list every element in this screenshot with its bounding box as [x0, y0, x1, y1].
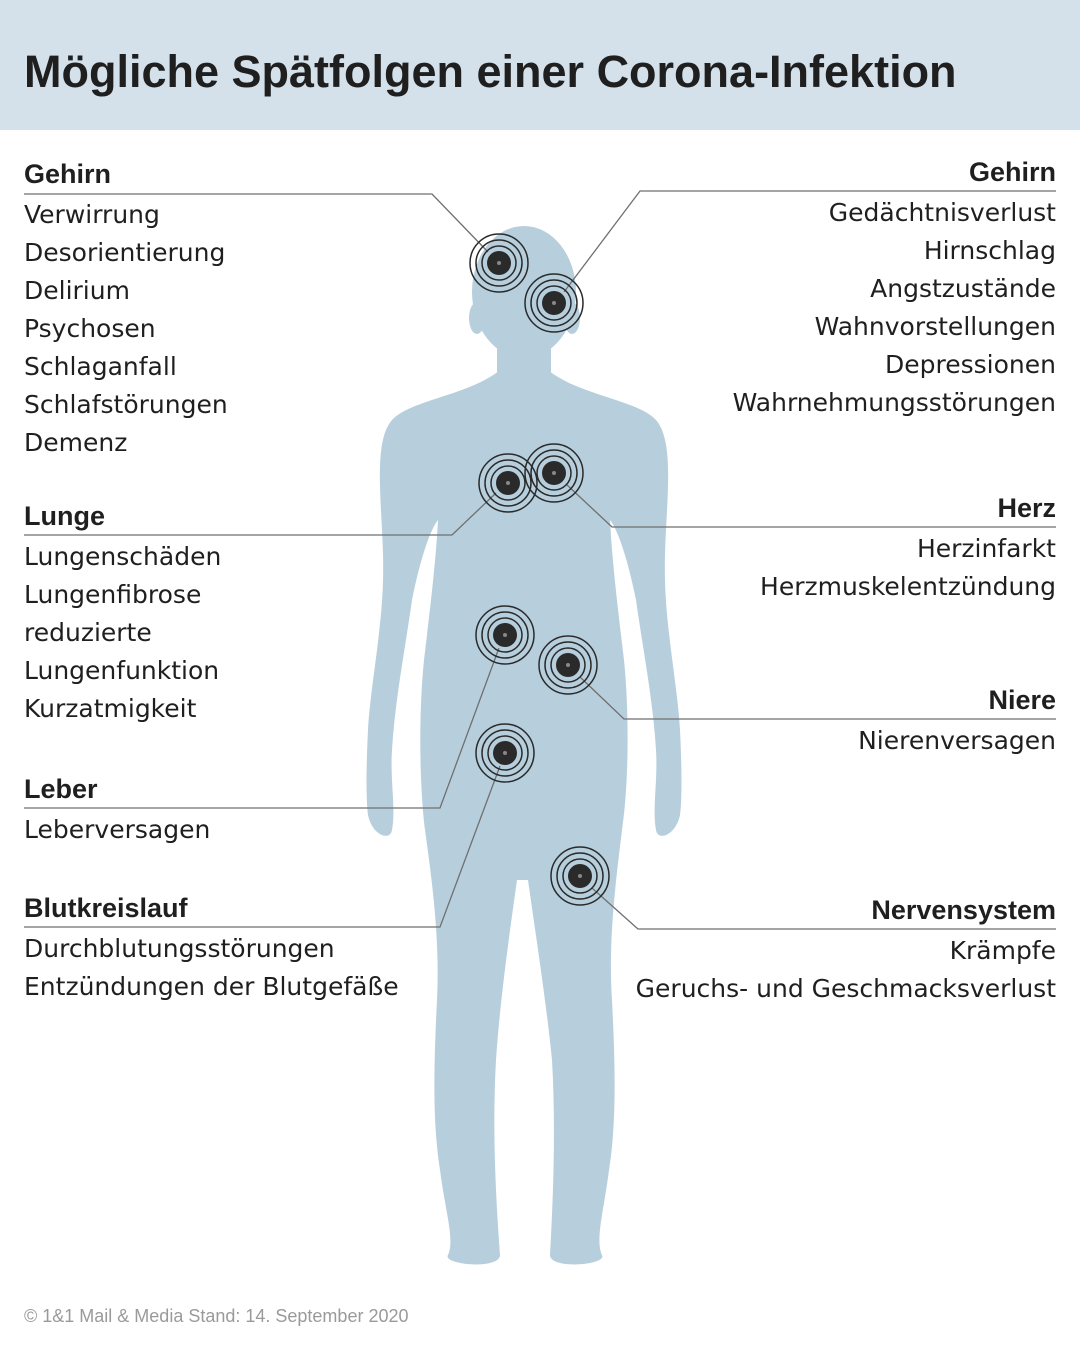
leader-lines — [24, 190, 1056, 930]
leader-line — [565, 483, 1056, 528]
source-note: © 1&1 Mail & Media Stand: 14. September … — [24, 1306, 409, 1326]
group-heading: Nervensystem — [871, 895, 1056, 925]
group-heading: Gehirn — [24, 159, 112, 189]
item: Herzinfarkt — [916, 534, 1056, 563]
leader-line — [24, 193, 489, 253]
group-heading: Blutkreislauf — [24, 893, 188, 923]
item: Lungenschäden — [24, 542, 222, 571]
group-heading: Herz — [997, 493, 1056, 523]
item: Kurzatmigkeit — [24, 694, 197, 723]
header-band — [0, 0, 1080, 130]
item: Entzündungen der Blutgefäße — [24, 972, 399, 1001]
marker-lunge — [478, 453, 538, 513]
leader-line — [579, 676, 1056, 720]
item: Schlafstörungen — [24, 390, 228, 419]
group-heading: Niere — [988, 685, 1056, 715]
leader-line — [563, 190, 1056, 293]
item: Verwirrung — [24, 200, 160, 229]
item: Demenz — [24, 428, 128, 457]
item: Nierenversagen — [858, 726, 1056, 755]
item: Lungenfunktion — [24, 656, 220, 685]
item: Angstzustände — [870, 274, 1056, 303]
page-title: Mögliche Spätfolgen einer Corona-Infekti… — [24, 46, 957, 97]
item: Hirnschlag — [923, 236, 1056, 265]
marker-herz — [524, 443, 584, 503]
item: Leberversagen — [24, 815, 211, 844]
item: Schlaganfall — [24, 352, 177, 381]
item: Depressionen — [885, 350, 1056, 379]
item: Wahnvorstellungen — [814, 312, 1056, 341]
marker-niere — [538, 635, 598, 695]
group-items: Nierenversagen — [616, 722, 1056, 760]
item: Delirium — [24, 276, 130, 305]
marker-leber — [475, 605, 535, 665]
item: Gedächtnisverlust — [828, 198, 1056, 227]
item: Herzmuskelentzündung — [760, 572, 1056, 601]
item: reduzierte — [24, 618, 152, 647]
marker-nervensystem — [550, 846, 610, 906]
item: Geruchs- und Geschmacksverlust — [635, 974, 1056, 1003]
item: Durchblutungsstörungen — [24, 934, 335, 963]
item: Wahrnehmungsstörungen — [732, 388, 1056, 417]
group-heading: Gehirn — [968, 157, 1056, 187]
body-silhouette — [366, 226, 682, 1265]
group-heading: Leber — [24, 774, 98, 804]
item: Lungenfibrose — [24, 580, 202, 609]
leader-line — [24, 765, 501, 928]
item: Krämpfe — [949, 936, 1056, 965]
item: Desorientierung — [24, 238, 226, 267]
marker-gehirn-right — [524, 273, 584, 333]
leader-line — [591, 887, 1056, 930]
group-heading: Lunge — [24, 501, 105, 531]
leader-line — [24, 647, 500, 809]
markers — [469, 233, 610, 906]
marker-blutkreislauf — [475, 723, 535, 783]
item: Psychosen — [24, 314, 156, 343]
leader-line — [24, 492, 497, 536]
group-items: Leberversagen — [24, 811, 464, 849]
marker-gehirn-left — [469, 233, 529, 293]
